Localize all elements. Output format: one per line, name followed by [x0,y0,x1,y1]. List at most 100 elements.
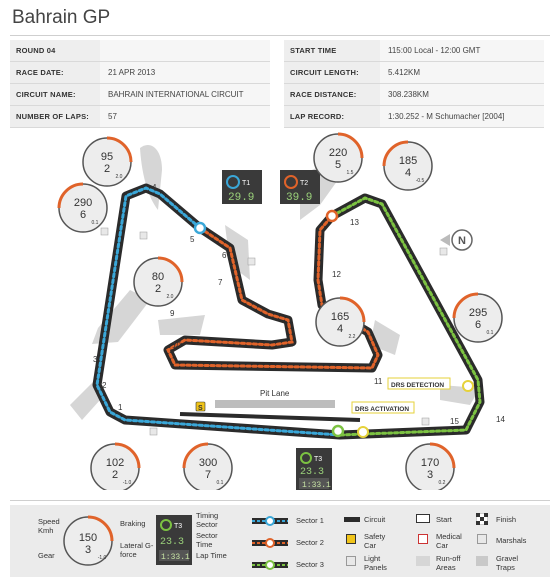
gauge-gear: 7 [205,469,211,481]
legend-run-off: Run-off Areas [436,554,461,572]
sector-3-swatch [252,560,288,570]
turn-number: 1 [118,403,123,412]
turn-number: 7 [218,278,223,287]
legend-sector2: Sector 2 [296,538,324,547]
turn-number: 2 [102,381,107,390]
page-title: Bahrain GP [12,7,111,28]
gauge-gear: 4 [405,167,411,179]
circuit-swatch [344,517,360,522]
medical-car-icon [418,534,428,544]
info-row-race-distance: RACE DISTANCE:308.238KM [284,84,544,106]
timing-box-t3: T3 23.3 1:33.1 [296,448,332,490]
info-value: 1:30.252 - M Schumacher [2004] [380,106,544,127]
gauge-turn-14: 170 3 0.2 [405,442,456,490]
safety-car-icon [346,534,356,544]
gauge-g: 2.0 [116,174,123,180]
legend-circuit: Circuit [364,515,386,524]
sector-3-marker [331,424,345,438]
turn-number: 15 [450,417,459,426]
pit-garages [215,400,335,408]
info-value: 57 [100,106,270,127]
title-divider [10,35,550,36]
timing-box-t2: T2 39.9 [280,170,320,204]
legend-sector-time: Sector Time [196,531,218,549]
finish-flag-icon [476,513,488,525]
legend-sector3: Sector 3 [296,560,324,569]
gauge-speed: 185 [399,155,417,167]
sector-1-track [95,186,342,437]
sector-1-marker [193,221,207,235]
gauge-gear: 4 [337,323,343,335]
gauge-g: 0.2 [439,480,446,486]
t1-label: T1 [242,180,250,187]
sector-2-marker [325,209,339,223]
info-label: LAP RECORD: [284,106,380,127]
legend-lateral: Lateral G-force [120,541,154,559]
turn-number: 5 [190,235,195,244]
legend-sample-gear: 3 [85,544,91,556]
gauge-gear: 2 [155,283,161,295]
drs-activation-box [351,401,415,414]
turn-number: 6 [222,251,227,260]
turn-number: 9 [170,309,175,318]
gauge-g: 2.0 [167,294,174,300]
legend-sample-lap: 1:33.1 [161,553,190,562]
info-label: ROUND 04 [10,40,100,61]
t3-label: T3 [314,456,322,463]
gauge-speed: 165 [331,311,349,323]
circuit-map: Pit Lane S DRS DETECTION DRS ACTIVATION … [0,130,560,490]
legend-sector1: Sector 1 [296,516,324,525]
legend-light-panels: Light Panels [364,554,387,572]
info-label: NUMBER OF LAPS: [10,106,100,127]
legend-timing-sector: Timing Sector [196,511,219,529]
gauge-speed: 102 [106,457,124,469]
gauge-turn-3: 290 6 0.1 [57,182,108,233]
drs-activation-point [357,426,369,438]
legend-gauge-sample: 150 3 -1.0 [63,515,114,566]
marshal-markers [100,227,448,436]
info-label: RACE DATE: [10,62,100,83]
info-row-laps: NUMBER OF LAPS:57 [10,106,270,128]
pit-lane-label: Pit Lane [260,389,290,398]
info-value: 115:00 Local - 12:00 GMT [380,40,544,61]
gauge-gear: 5 [335,159,341,171]
timing-box-t1: T1 29.9 [222,170,262,204]
gauge-turn-8: 80 2 2.0 [133,256,184,307]
info-row-race-date: RACE DATE:21 APR 2013 [10,62,270,84]
pit-lane [179,412,361,422]
legend-sample-t: T3 [174,523,182,530]
drs-detection-box [387,377,451,390]
gauge-straight-right: 295 6 0.1 [452,292,503,343]
race-info-left: ROUND 04 RACE DATE:21 APR 2013 CIRCUIT N… [10,40,270,128]
gauge-turn-14a: 185 4 -0.5 [382,140,433,191]
info-value: BAHRAIN INTERNATIONAL CIRCUIT [100,84,270,105]
t2-time: 39.9 [286,192,312,204]
gauge-main-straight: 300 7 0.1 [182,442,233,490]
sector-2-swatch [252,538,288,548]
gauge-speed: 300 [199,457,217,469]
legend-lap-time: Lap Time [196,551,227,560]
turn-number: 10 [172,341,181,350]
gauge-speed: 295 [469,307,487,319]
gauge-speed: 95 [101,151,113,163]
run-off-icon [416,556,430,566]
info-value: 21 APR 2013 [100,62,270,83]
legend-timing-sample: T3 23.3 1:33.1 [156,515,192,565]
legend-divider [10,500,550,501]
info-value: 5.412KM [380,62,544,83]
gauge-speed: 170 [421,457,439,469]
info-row-round: ROUND 04 [10,40,270,62]
legend-gravel: Gravel Traps [496,554,519,572]
gauge-turn-1-bottom: 102 2 -1.0 [90,442,141,490]
safety-car-badge: S [198,405,203,412]
legend-sample-sector: 23.3 [160,537,184,548]
info-value [100,40,270,61]
legend-finish: Finish [496,515,517,524]
gauge-turn-13: 220 5 1.5 [313,132,364,183]
legend-sample-speed: 150 [79,532,97,544]
sector-3-track [330,196,482,437]
legend-sample-g: -1.0 [98,555,107,561]
info-row-lap-record: LAP RECORD:1:30.252 - M Schumacher [2004… [284,106,544,128]
gauge-gear: 3 [427,469,433,481]
